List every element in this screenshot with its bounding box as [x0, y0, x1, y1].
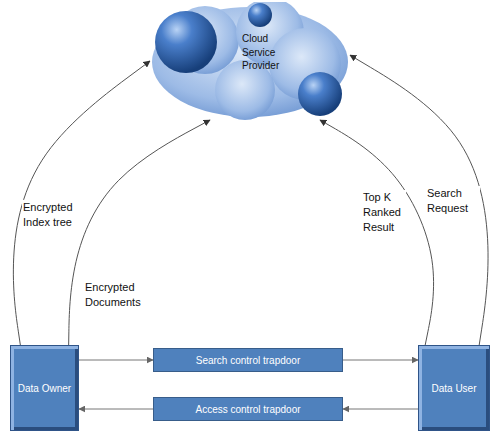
edge-label: Encrypted Documents [84, 280, 166, 310]
edge-label: Top K Ranked Result [362, 190, 406, 235]
trapdoor-box: Access control trapdoor [153, 397, 343, 421]
node-label: Search control trapdoor [196, 354, 301, 367]
connector [79, 409, 153, 410]
connector [79, 360, 153, 361]
trapdoor-box: Search control trapdoor [153, 348, 343, 372]
connector [320, 120, 434, 345]
connector [350, 55, 488, 345]
node-label: Cloud Service Provider [242, 32, 302, 73]
actor-box: Data User [418, 345, 490, 431]
connector [343, 409, 418, 410]
sphere [155, 11, 217, 73]
edge-label: Search Request [426, 186, 480, 216]
connector [69, 120, 210, 345]
sphere [248, 3, 272, 27]
node-label: Data Owner [18, 382, 71, 395]
actor-box: Data Owner [10, 345, 79, 431]
connector [343, 360, 418, 361]
cloud-node: Cloud Service Provider [150, 2, 350, 120]
sphere [298, 72, 342, 116]
node-label: Access control trapdoor [195, 403, 300, 416]
node-label: Data User [431, 382, 476, 395]
edge-label: Encrypted Index tree [22, 200, 78, 230]
